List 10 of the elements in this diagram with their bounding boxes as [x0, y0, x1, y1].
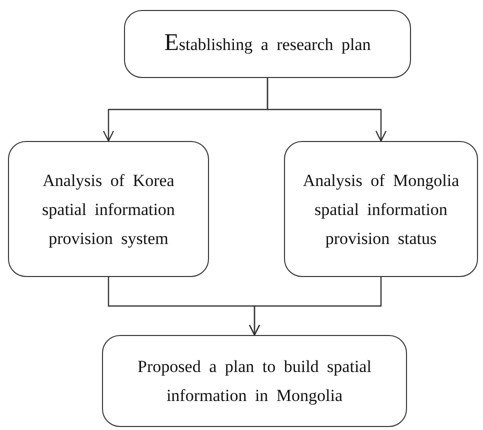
- box-text: Proposed a plan to build spatial information in Mongolia: [136, 356, 372, 407]
- process-box: [124, 10, 411, 78]
- process-box: [102, 335, 407, 427]
- box-text: Analysis of Korea spatial information provision system: [41, 170, 176, 250]
- box-text: Analysis of Mongolia spatial information provision status: [302, 170, 460, 250]
- box-text: Establishing a research plan: [164, 29, 371, 58]
- process-box: [284, 141, 478, 277]
- process-box: [8, 141, 209, 277]
- arrow: [266, 78, 387, 142]
- arrow: [248, 277, 382, 336]
